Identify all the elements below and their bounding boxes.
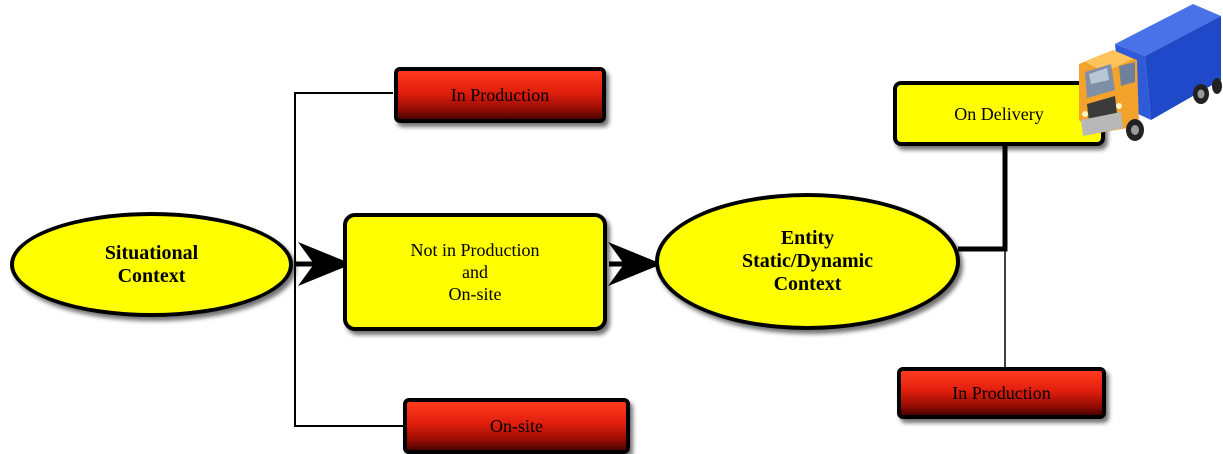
entity-context-line3: Context	[773, 273, 842, 295]
situational-context-line2: Context	[117, 264, 186, 287]
entity-context-line2: Static/Dynamic	[741, 250, 874, 272]
not-in-production-line1: Not in Production	[410, 240, 540, 260]
arrowhead-1-icon	[298, 242, 352, 286]
not-in-production-onsite-node: Not in Production and On-site	[343, 213, 607, 331]
not-in-production-line3: On-site	[448, 284, 502, 304]
connector-entity-to-delivery	[958, 146, 1008, 252]
connector-left-bracket	[294, 92, 403, 427]
onsite-left-label: On-site	[490, 415, 543, 436]
situational-context-line1: Situational	[104, 241, 199, 264]
in-production-right-node: In Production	[897, 367, 1106, 419]
on-delivery-node: On Delivery	[893, 81, 1105, 146]
in-production-right-label: In Production	[952, 382, 1051, 403]
in-production-left-node: In Production	[394, 67, 606, 123]
entity-context-node: Entity Static/Dynamic Context	[655, 193, 960, 330]
onsite-left-node: On-site	[403, 398, 630, 454]
situational-context-node: Situational Context	[10, 212, 293, 317]
delivery-truck-icon	[1079, 4, 1222, 141]
arrowhead-2-icon	[608, 242, 662, 286]
entity-context-line1: Entity	[780, 227, 835, 249]
not-in-production-line2: and	[462, 262, 488, 282]
on-delivery-label: On Delivery	[954, 103, 1044, 124]
in-production-left-label: In Production	[450, 84, 550, 105]
